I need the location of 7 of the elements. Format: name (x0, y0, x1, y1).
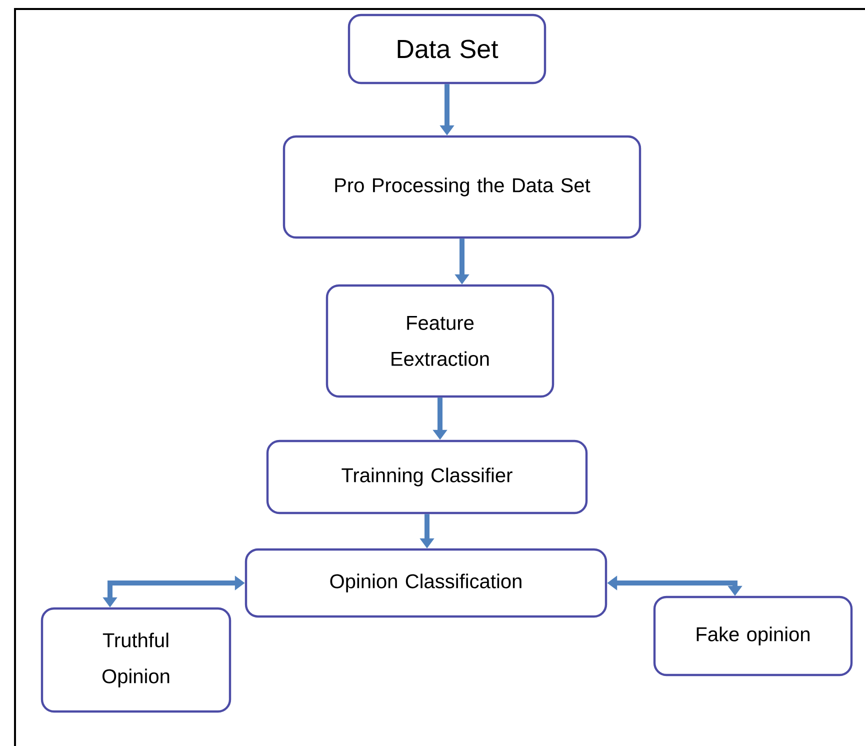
process-box: Truthful Opinion (40, 607, 232, 713)
process-box: Pro Processing the Data Set (282, 135, 642, 239)
process-box: Feature Eextraction (326, 284, 554, 398)
process-box: Trainning Classifier (266, 440, 588, 514)
process-box: Data Set (348, 14, 546, 84)
process-box: Fake opinion (653, 596, 853, 676)
process-box: Opinion Classification (244, 548, 608, 618)
